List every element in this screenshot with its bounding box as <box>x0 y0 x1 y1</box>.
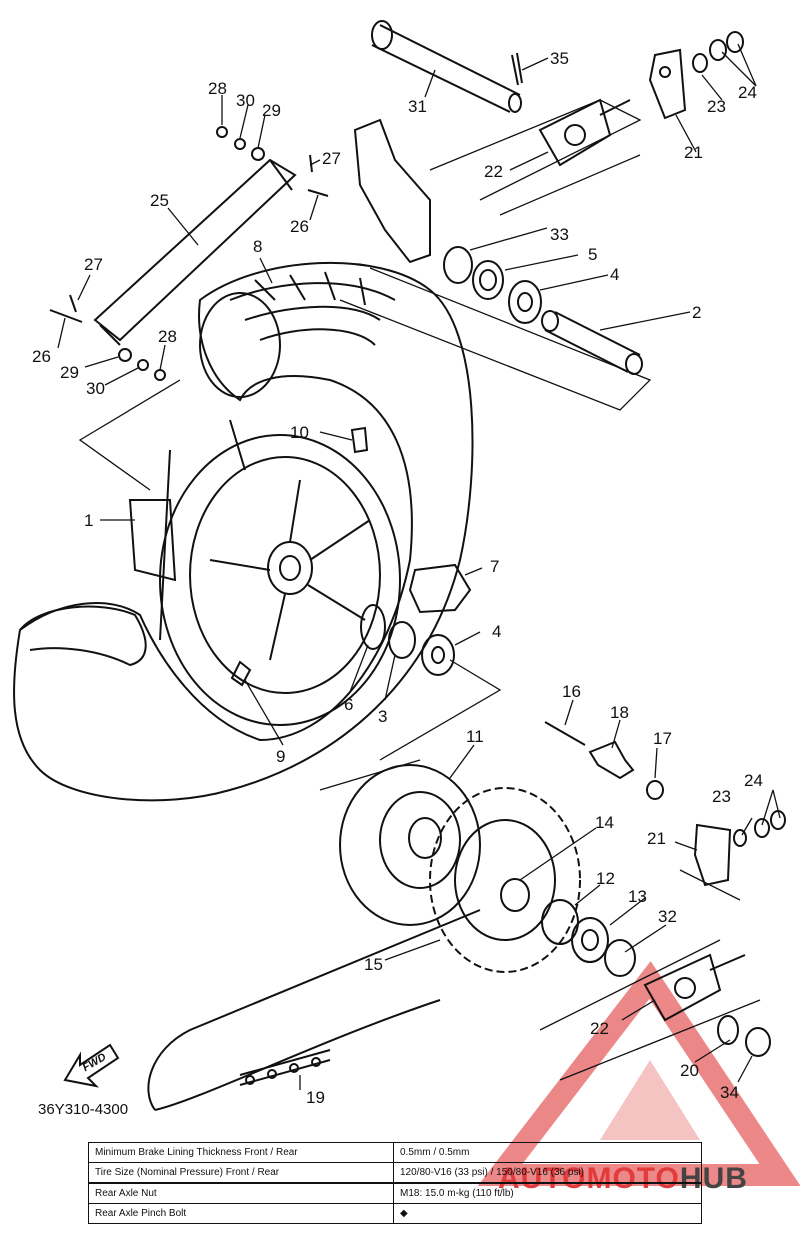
callout-4b: 4 <box>492 622 501 641</box>
assembly-guide-lines <box>78 99 761 1081</box>
callout-22a: 22 <box>484 162 503 181</box>
axle-nut <box>745 1027 771 1057</box>
sprocket-hub <box>339 764 481 926</box>
callout-33: 33 <box>550 225 569 244</box>
bearings-top <box>443 246 542 324</box>
callout-21a: 21 <box>684 143 703 162</box>
callout-29a: 29 <box>262 101 281 120</box>
callout-9: 9 <box>276 747 285 766</box>
spec-row: Minimum Brake Lining Thickness Front / R… <box>88 1142 702 1163</box>
callout-30a: 30 <box>236 91 255 110</box>
callout-3: 3 <box>378 707 387 726</box>
callout-24a: 24 <box>738 83 757 102</box>
callout-28a: 28 <box>208 79 227 98</box>
rear-axle <box>371 20 522 113</box>
callout-19: 19 <box>306 1088 325 1107</box>
callout-27b: 27 <box>84 255 103 274</box>
washers-bottom <box>733 810 786 847</box>
spec-label: Tire Size (Nominal Pressure) Front / Rea… <box>88 1162 394 1184</box>
spec-value: 120/80-V16 (33 psi) / 150/80-V16 (36 psi… <box>393 1162 702 1184</box>
callout-4a: 4 <box>610 265 619 284</box>
callout-23a: 23 <box>707 97 726 116</box>
o-ring <box>360 604 386 650</box>
torque-arm-fasteners <box>49 126 329 381</box>
callout-6: 6 <box>344 695 353 714</box>
fwd-label: FWD <box>81 1051 109 1074</box>
callout-27a: 27 <box>322 149 341 168</box>
callout-18: 18 <box>610 703 629 722</box>
drive-chain <box>147 909 481 1111</box>
washers-top <box>692 31 744 73</box>
spec-label: Rear Axle Nut <box>88 1182 394 1204</box>
callout-12: 12 <box>596 869 615 888</box>
callout-8: 8 <box>253 237 262 256</box>
callout-1: 1 <box>84 511 93 530</box>
chain-adjuster-block-top <box>648 48 687 120</box>
callout-10: 10 <box>290 423 309 442</box>
callouts: 1 2 3 4 4 5 6 7 8 9 10 11 12 13 14 15 16… <box>32 49 763 1118</box>
spec-label: Rear Axle Pinch Bolt <box>88 1203 394 1224</box>
callout-32: 32 <box>658 907 677 926</box>
collar-spacer <box>541 310 643 375</box>
callout-5: 5 <box>588 245 597 264</box>
callout-34: 34 <box>720 1083 739 1102</box>
callout-23b: 23 <box>712 787 731 806</box>
chain-adjuster-block-bottom <box>693 823 732 887</box>
washer-20 <box>717 1015 739 1045</box>
spec-table: Minimum Brake Lining Thickness Front / R… <box>88 1142 702 1224</box>
callout-2: 2 <box>692 303 701 322</box>
balance-weight <box>350 426 369 454</box>
adjuster-plate-top <box>538 98 631 167</box>
callout-30b: 30 <box>86 379 105 398</box>
callout-35: 35 <box>550 49 569 68</box>
tire <box>13 261 474 802</box>
lock-washer <box>588 740 635 780</box>
callout-17: 17 <box>653 729 672 748</box>
leader-lines <box>57 43 781 1090</box>
fwd-arrow-icon <box>63 1043 120 1088</box>
diagram-part-number: 36Y310-4300 <box>38 1101 128 1118</box>
adjuster-plate-bottom <box>643 953 746 1022</box>
spec-row: Tire Size (Nominal Pressure) Front / Rea… <box>88 1162 702 1184</box>
callout-20: 20 <box>680 1061 699 1080</box>
spec-value: 0.5mm / 0.5mm <box>393 1142 702 1163</box>
callout-26b: 26 <box>32 347 51 366</box>
bearing-mid <box>388 621 455 676</box>
callout-26a: 26 <box>290 217 309 236</box>
spec-label: Minimum Brake Lining Thickness Front / R… <box>88 1142 394 1163</box>
nut-17 <box>646 780 664 800</box>
callout-24b: 24 <box>744 771 763 790</box>
air-valve <box>230 660 252 687</box>
brake-bracket <box>353 118 431 264</box>
callout-14: 14 <box>595 813 614 832</box>
callout-7: 7 <box>490 557 499 576</box>
brake-shoe-holder <box>408 563 472 614</box>
stud-bolt <box>544 721 586 746</box>
sprocket-bearings <box>541 899 636 977</box>
spec-row: Rear Axle Pinch Bolt ◆ <box>88 1203 702 1224</box>
callout-29b: 29 <box>60 363 79 382</box>
spec-value: M18: 15.0 m-kg (110 ft/lb) <box>393 1182 702 1204</box>
callout-11: 11 <box>466 727 484 746</box>
callout-15: 15 <box>364 955 383 974</box>
callout-22b: 22 <box>590 1019 609 1038</box>
torque-arm <box>93 158 297 346</box>
callout-28b: 28 <box>158 327 177 346</box>
callout-25: 25 <box>150 191 169 210</box>
spec-row: Rear Axle Nut M18: 15.0 m-kg (110 ft/lb) <box>88 1182 702 1204</box>
callout-21b: 21 <box>647 829 666 848</box>
callout-16: 16 <box>562 682 581 701</box>
spec-value: ◆ <box>393 1203 702 1224</box>
rear-sprocket <box>429 787 581 973</box>
callout-31: 31 <box>408 97 427 116</box>
callout-13: 13 <box>628 887 647 906</box>
wheel-rim <box>128 419 401 726</box>
cotter-pin <box>511 52 523 86</box>
